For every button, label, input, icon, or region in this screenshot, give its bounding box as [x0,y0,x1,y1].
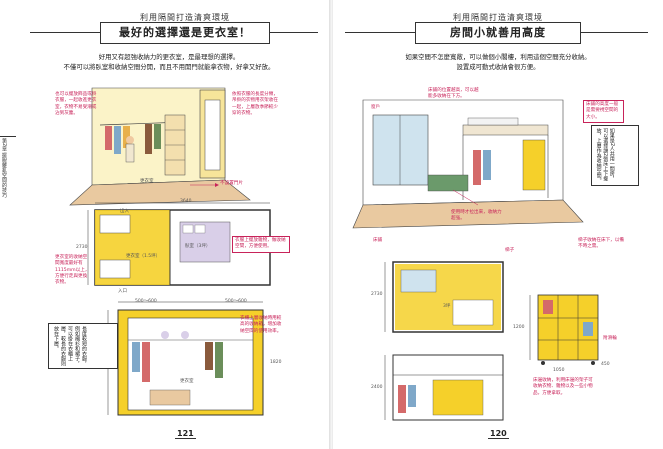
sharing-callout: 如果是2人共用一間房，可以選擇讓2張床上下擺放，上層作為收納空間。 [591,125,639,186]
note-accessories: 也可以擺放飾品或掛衣服，一起收進更衣室，衣物不易受潮或沾到灰塵。 [55,92,97,116]
intro-right-line-1: 如果空間不怎麼寬敞，可以做個小閣樓，利用這個空間充分收納。 [405,53,591,61]
dim-1050-r: 1050 [553,368,565,373]
short-clothes-callout: 長度較短的衣服，例如襯衫和裙子，可以掛在衣櫃上層，較長的衣服則放在下層。 [48,323,118,369]
left-page: 第2章 擺脫雜亂空間的技巧 利用隔間打造清爽環境 最好的選擇還是更衣室！ 好用又… [0,0,330,449]
title-rule-left [30,32,100,33]
title-rule-right-r [578,32,648,33]
page-header: 利用隔間打造清爽環境 [140,13,230,22]
ladder-label: 梯子 [505,248,515,253]
title-rule-left-r [345,32,415,33]
closet-elevation-label: 更衣室 [180,379,194,384]
closet-room-label: 更衣室 [140,179,154,184]
note-hanging-order: 依照衣服的長度分類，吊掛的衣物用衣架收在一起，上層放季節較少穿的衣物。 [232,92,278,116]
title-rule-right [268,32,318,33]
right-page: 利用隔間打造清爽環境 房間小就善用高度 如果空間不怎麼寬敞，可以做個小閣樓，利用… [333,0,663,449]
book-gutter [329,0,334,449]
chapter-label: 第2章 擺脫雜亂空間的技巧 [1,138,7,198]
note-closet-width: 更衣室的收納空間寬度最好有1115mm以上，方便行走與更換衣物。 [55,255,90,286]
dim-1820-right: 1820 [270,360,282,365]
entrance-label: 入口 [118,289,127,294]
dim-450-r: 450 [601,362,610,367]
note-bed-height: 床鋪的位置越高，可以越能多收納在下方。 [428,88,479,100]
bed-plan-label: 床鋪 [373,238,383,243]
dim-500-600-a: 500～600 [135,299,157,304]
note-upper-boxes: 衣櫃上層收納時用較高的收納箱，增加收納空間的使用效率。 [240,316,282,334]
page-title: 最好的選擇還是更衣室！ [100,22,270,44]
chapter-sidebar: 第2章 擺脫雜亂空間的技巧 [0,138,16,198]
sharing-callout-text: 如果是2人共用一間房，可以選擇讓2張床上下擺放，上層作為收納空間。 [595,128,615,183]
plan-room-size: 3坪 [443,304,451,309]
bedroom-label: 臥室（3坪） [185,244,211,249]
dim-2730-r: 2730 [371,292,383,297]
callout-text: 長度較短的衣服，例如襯衫和裙子，可以掛在衣櫃上層，較長的衣服則放在下層。 [53,326,87,366]
dim-500-600-b: 500～600 [225,299,247,304]
page-title-right: 房間小就善用高度 [415,22,581,44]
loft-illustration [352,99,599,421]
chapter-rule [0,136,16,137]
no-door-label: 不設置門片 [220,181,243,186]
note-bed-size: 床鋪的高度一般是需要視空間的大小。 [583,100,624,123]
window-label: 窗戶 [371,105,380,110]
closet-illustration [69,87,271,416]
dim-1200-r: 1200 [513,325,525,330]
dim-3640: 3640 [180,199,192,204]
casters-label: 附滑輪 [603,336,617,341]
dim-2400-r: 2400 [371,385,383,390]
page-number-right: 120 [488,429,509,439]
intro-paragraph: 好用又有超強收納力的更衣室，是最理想的選擇。 不僅可以將臥室和收納空間分開，而且… [44,52,294,72]
page-header-right: 利用隔間打造清爽環境 [453,13,543,22]
note-pull-out: 使用時才拉出來，收納力超強。 [451,210,502,222]
note-ladder-store: 梯子收納在床下，以備不時之需。 [578,238,624,250]
intro-right-line-2: 設置成可動式收納會很方便。 [456,63,540,71]
page-number-left: 121 [175,429,196,439]
intro-line-1: 好用又有超強收納力的更衣室，是最理想的選擇。 [98,53,240,61]
note-side-storage: 床邊收納，利用床邊的架子可收納衣物、雜物以及一些小物品，方便拿取。 [533,378,593,396]
closet-plan-label: 更衣室（1.5坪） [126,254,161,259]
intro-paragraph-right: 如果空間不怎麼寬敞，可以做個小閣樓，利用這個空間充分收納。 設置成可動式收納會很… [368,52,628,72]
note-hanger-space: 衣服上擺放雜物，做收納空間，方便使用。 [232,236,290,253]
dim-2730: 2730 [76,245,88,250]
intro-line-2: 不僅可以將臥室和收納空間分開，而且不用開門就能拿衣物，好拿又好放。 [63,63,275,71]
entry-label: 出入 [120,209,129,214]
